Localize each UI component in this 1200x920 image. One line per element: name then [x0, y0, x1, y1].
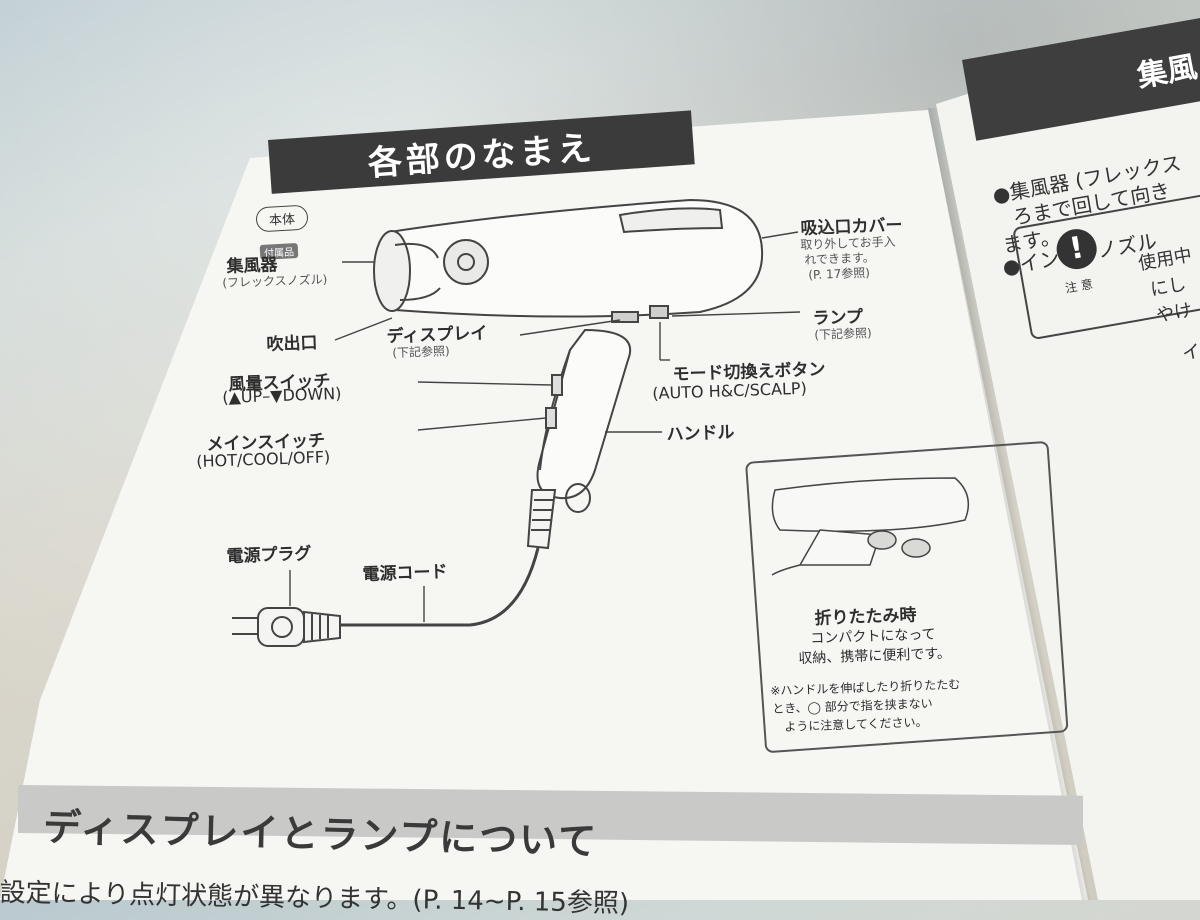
power-cord-label: 電源コード: [362, 562, 448, 585]
right-page-title: 集風: [1134, 49, 1200, 95]
warning-icon: !: [1053, 225, 1100, 273]
lamp-sublabel: (下記参照): [814, 325, 872, 342]
outlet-label: 吹出口: [266, 333, 318, 355]
section-bar: [18, 785, 1083, 845]
intake-cover-sub3: (P. 17参照): [808, 265, 871, 282]
hair-dryer-illustration: [232, 198, 970, 647]
display-sublabel: (下記参照): [392, 343, 450, 360]
handle-label: ハンドル: [666, 422, 735, 445]
power-plug-label: 電源プラグ: [226, 544, 312, 567]
right-edge-text: イ: [1180, 340, 1200, 365]
caution-label: 注 意: [1064, 276, 1094, 296]
